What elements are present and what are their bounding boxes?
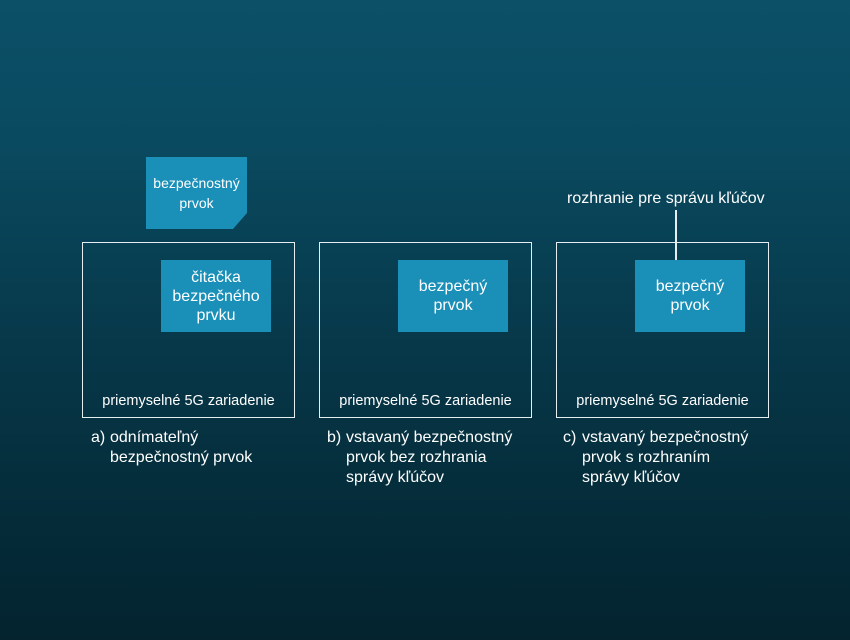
caption-letter-c: c) — [563, 429, 577, 446]
sim-card: bezpečnostný prvok — [146, 157, 247, 229]
secure-element-chip-b: bezpečný prvok — [398, 260, 508, 332]
caption-letter-b: b) — [327, 429, 342, 446]
sim-card-shape — [146, 157, 247, 229]
device-label-a: priemyselné 5G zariadenie — [102, 393, 275, 409]
device-box-c: priemyselné 5G zariadenie — [556, 242, 769, 418]
caption-letter-a: a) — [91, 429, 106, 446]
secure-element-reader-chip: čitačka bezpečného prvku — [161, 260, 271, 332]
secure-element-chip-c: bezpečný prvok — [635, 260, 745, 332]
device-box-b: priemyselné 5G zariadenie — [319, 242, 532, 418]
caption-text-a: odnímateľný bezpečnostný prvok — [110, 429, 253, 466]
key-management-interface-line — [675, 210, 677, 260]
caption-text-b: vstavaný bezpečnostný prvok bez rozhrani… — [346, 429, 513, 486]
caption-text-c: vstavaný bezpečnostný prvok s rozhraním … — [582, 429, 749, 486]
device-box-a: priemyselné 5G zariadenie — [82, 242, 295, 418]
sim-card-label: bezpečnostný prvok — [153, 175, 240, 211]
device-label-c: priemyselné 5G zariadenie — [576, 393, 749, 409]
key-management-interface-label: rozhranie pre správu kľúčov — [567, 190, 765, 207]
device-label-b: priemyselné 5G zariadenie — [339, 393, 512, 409]
